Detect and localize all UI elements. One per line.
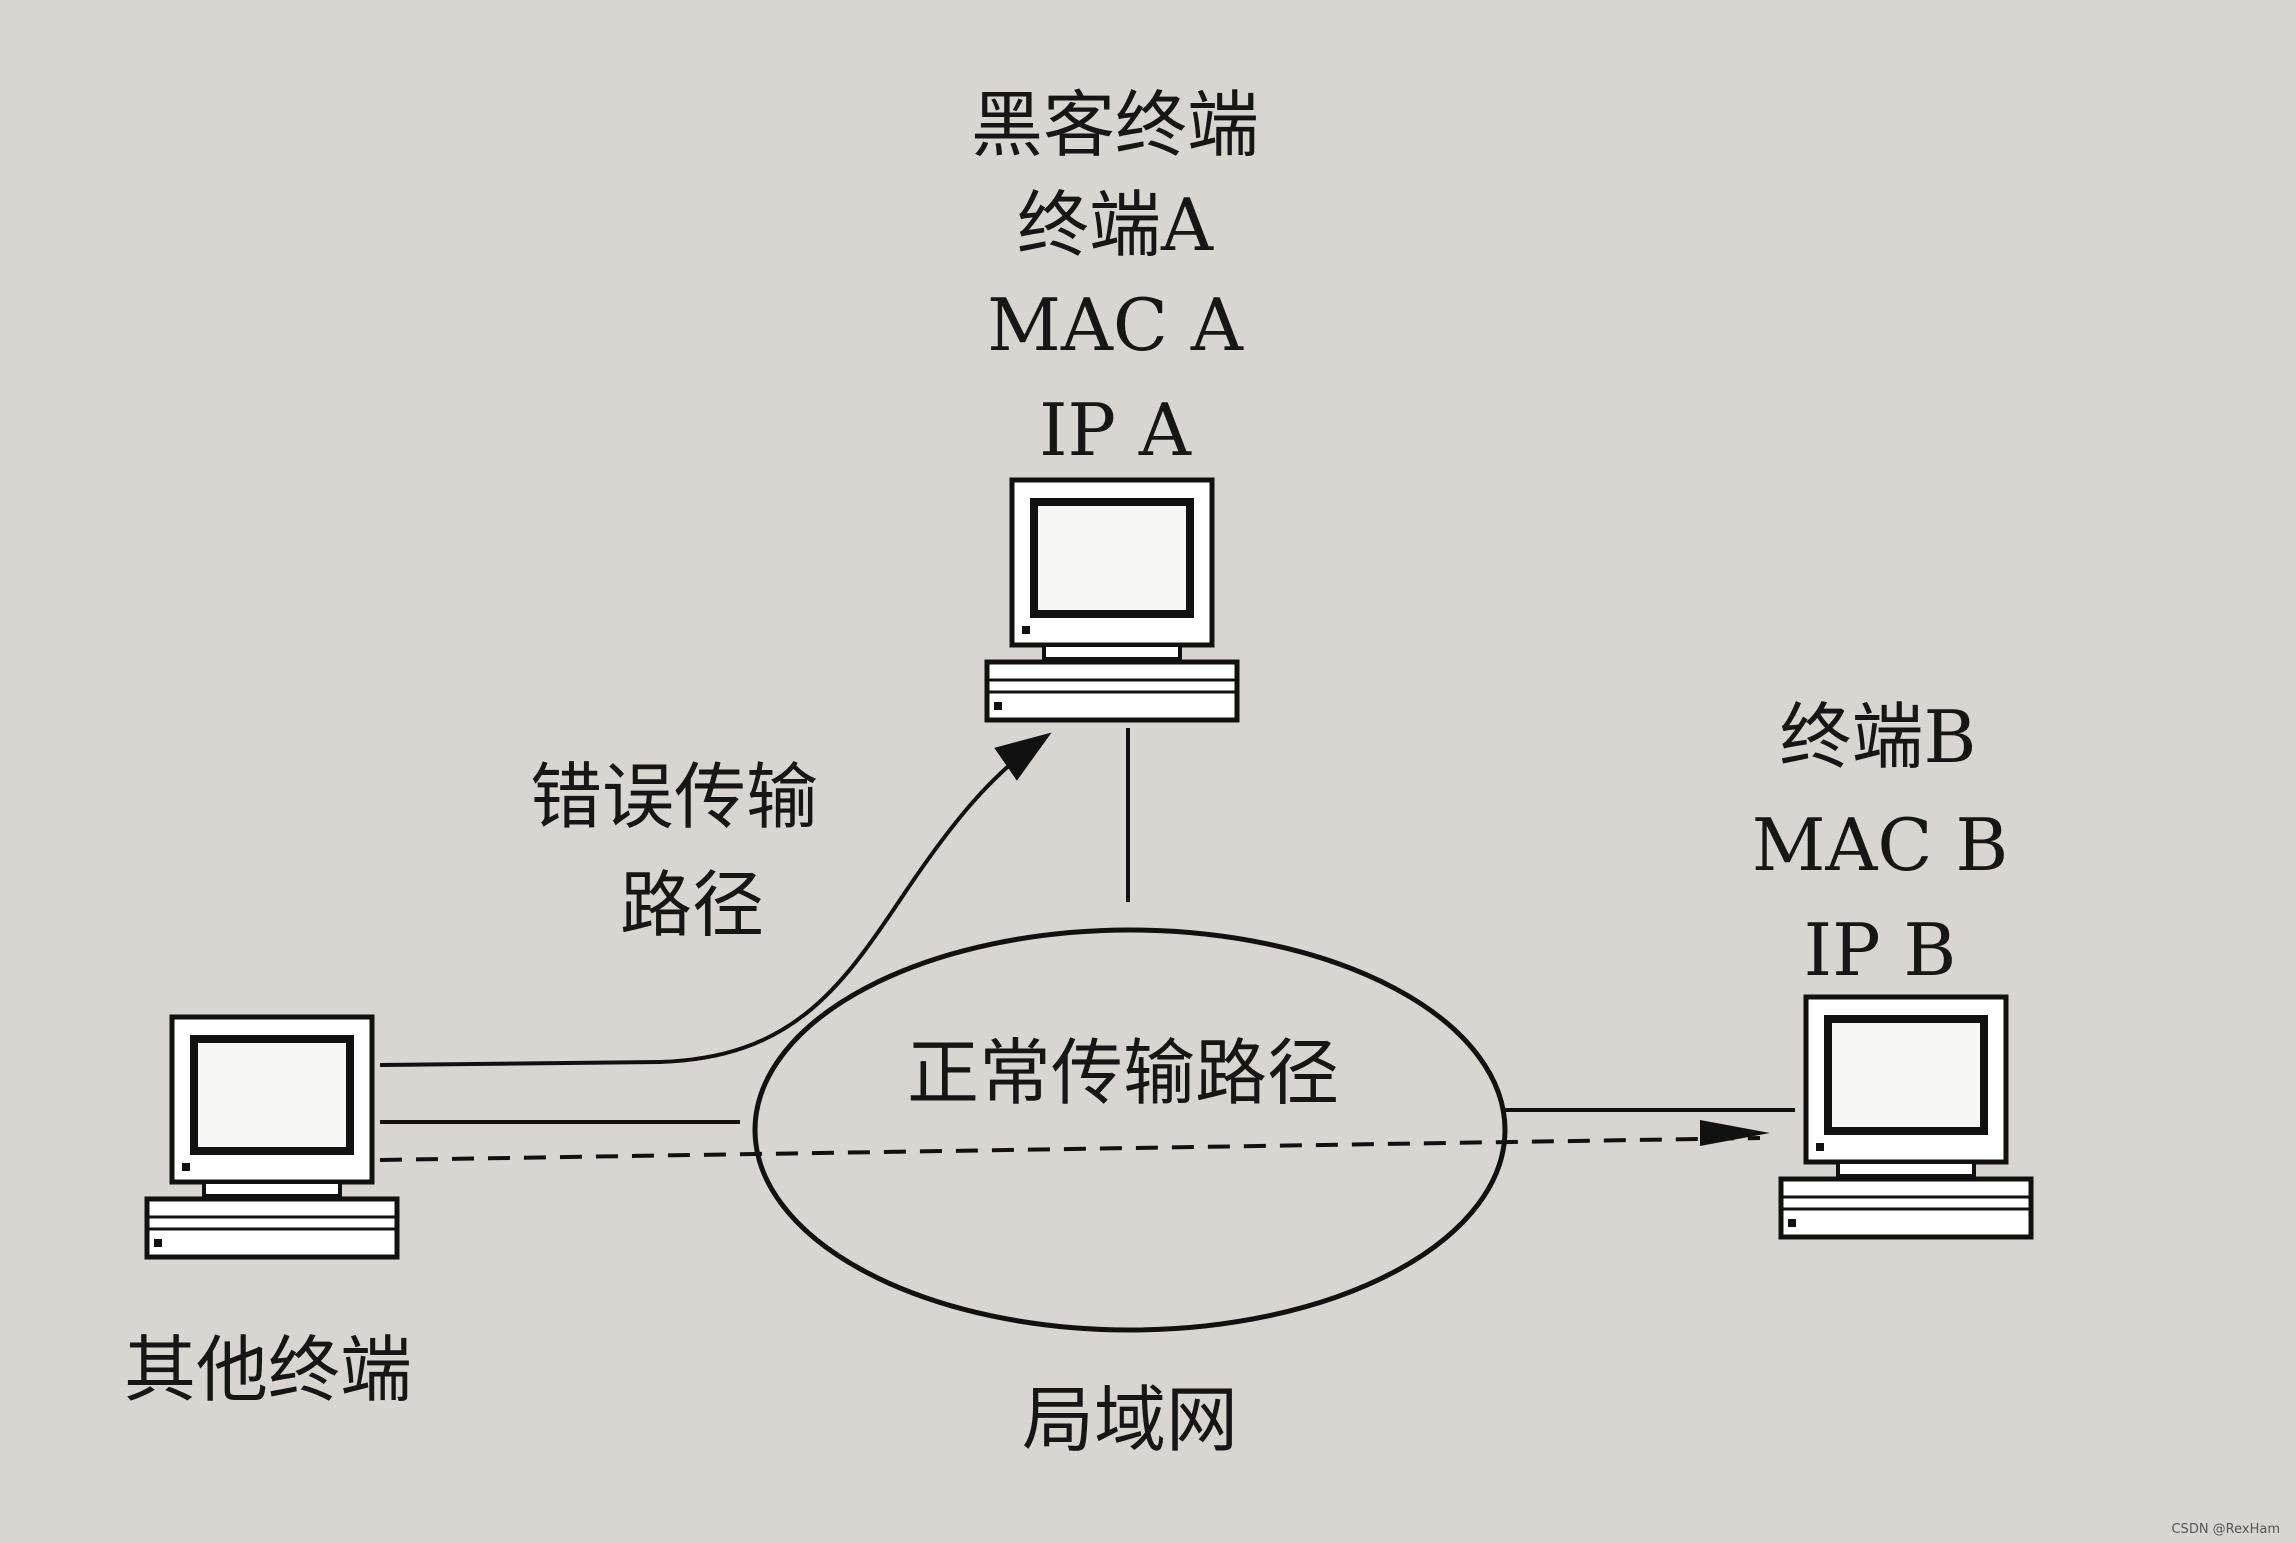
- normal-path-label: 正常传输路径: [907, 1031, 1339, 1115]
- wrong-path-label-line2: 路径: [620, 863, 764, 947]
- terminal-b-mac: MAC B: [1752, 803, 2009, 887]
- hacker-computer-icon: [987, 480, 1237, 720]
- other-terminal-computer-icon: [147, 1017, 397, 1257]
- other-terminal-label: 其他终端: [124, 1328, 412, 1412]
- lan-label: 局域网: [1022, 1378, 1238, 1462]
- wrong-path-arrow: [379, 732, 1052, 1067]
- hacker-name: 终端A: [1017, 183, 1214, 267]
- wrong-path-label-line1: 错误传输: [530, 755, 818, 839]
- terminal-b-computer-icon: [1781, 997, 2031, 1237]
- hacker-title: 黑客终端: [971, 83, 1259, 167]
- hacker-ip: IP A: [1039, 388, 1192, 472]
- watermark: CSDN @RexHam: [2171, 1522, 2280, 1537]
- hacker-mac: MAC A: [987, 283, 1244, 367]
- lan-ellipse: [752, 927, 1508, 1333]
- dashed-path: [379, 1136, 1761, 1162]
- terminal-b-ip: IP B: [1804, 908, 1957, 992]
- arrow-to-terminal-b: [1700, 1120, 1770, 1146]
- terminal-b-name: 终端B: [1780, 695, 1977, 779]
